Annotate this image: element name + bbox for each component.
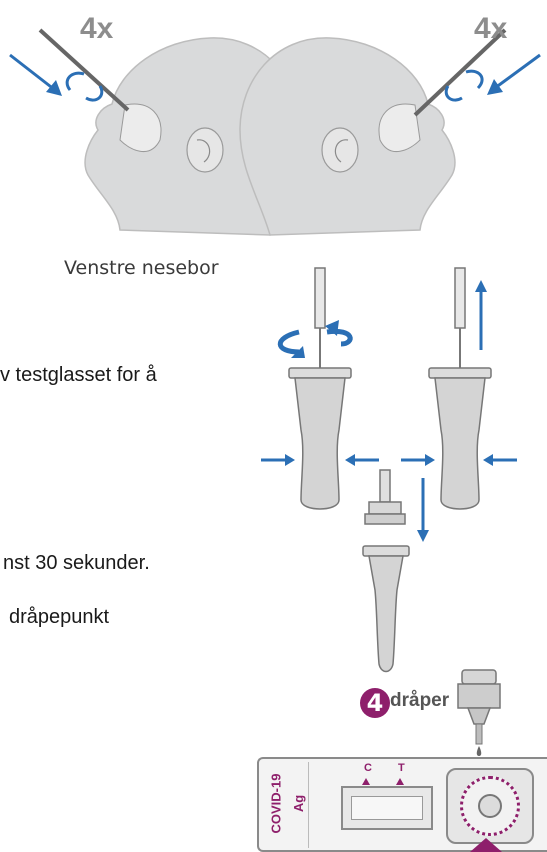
right-insert-arrow [487, 55, 540, 95]
right-rotation-arrow [446, 71, 482, 100]
dropper-cap [365, 470, 405, 524]
right-head-silhouette [240, 38, 455, 235]
sample-well-pointer [466, 838, 506, 852]
left-rotation-arrow [67, 73, 102, 100]
nostril-caption: Venstre nesebor [64, 257, 250, 279]
close-cap-arrow [417, 478, 429, 542]
test-line-mark: T [398, 762, 405, 774]
tube-mixing-illustration [255, 260, 547, 680]
result-window-inner [351, 796, 423, 820]
right-count-label: 4x [474, 12, 507, 46]
sample-well-center [478, 794, 502, 818]
cassette-product-suffix: Ag [291, 795, 306, 812]
left-tube [289, 268, 351, 509]
drops-label: dråper [390, 690, 449, 712]
dropper-bottle [448, 668, 510, 758]
control-line-mark: C [364, 762, 372, 774]
cassette-product-name: COVID-19 [268, 774, 283, 834]
left-insert-arrow [10, 55, 62, 96]
instruction-line-1: v testglasset for å [0, 364, 157, 387]
rotate-arrow-right [327, 331, 350, 344]
line-mark-triangles [360, 776, 410, 786]
rotate-arrow-left [280, 332, 299, 352]
left-count-label: 4x [80, 12, 113, 46]
extraction-tube [363, 546, 409, 672]
instruction-line-3: dråpepunkt [9, 606, 109, 629]
drops-count-number: 4 [360, 688, 390, 718]
instruction-line-2: nst 30 sekunder. [3, 552, 150, 575]
pull-up-arrow [475, 280, 487, 350]
